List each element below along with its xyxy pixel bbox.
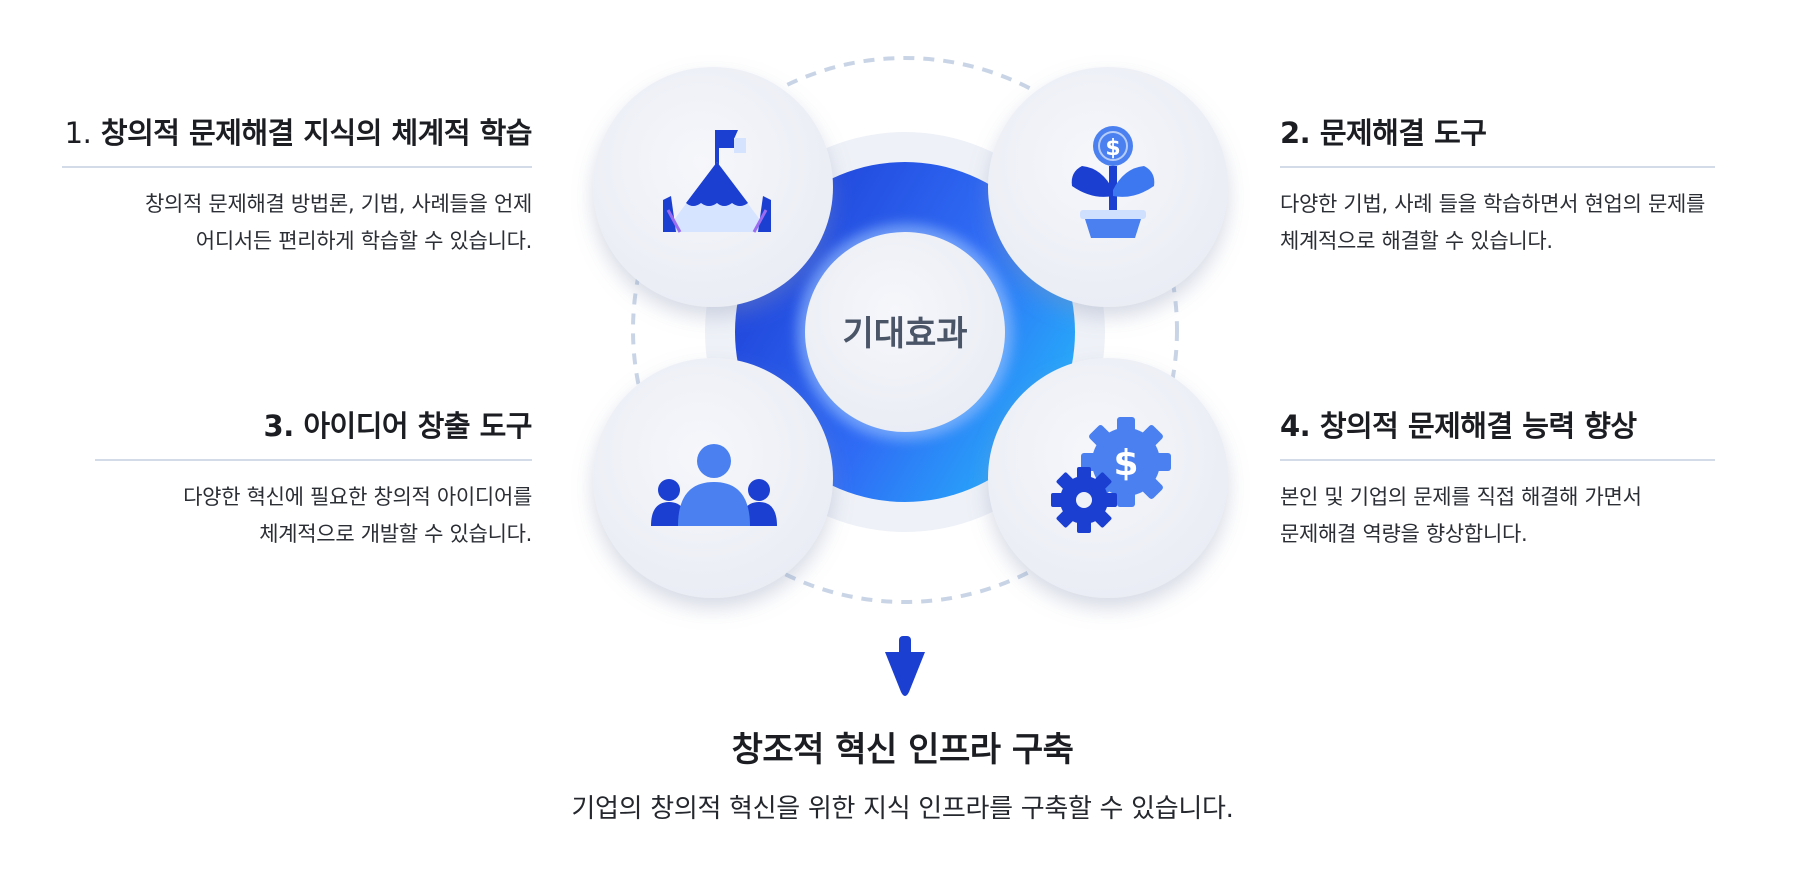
effect-item-3-desc-line: 다양한 혁신에 필요한 창의적 아이디어를 bbox=[183, 485, 532, 509]
effect-item-2-title-text: 문제해결 도구 bbox=[1319, 116, 1487, 150]
effect-item-3-number: 3. bbox=[263, 409, 295, 443]
effect-item-4-desc-line: 본인 및 기업의 문제를 직접 해결해 가면서 bbox=[1280, 485, 1642, 509]
result-title: 창조적 혁신 인프라 구축 bbox=[731, 730, 1074, 770]
effect-item-2-desc-line: 다양한 기법, 사례 들을 학습하면서 현업의 문제를 bbox=[1280, 192, 1706, 216]
effect-item-3: 3. 아이디어 창출 도구 다양한 혁신에 필요한 창의적 아이디어를 체계적으… bbox=[95, 403, 532, 553]
money-plant-icon: $ bbox=[1071, 126, 1155, 238]
center-label: 기대효과 bbox=[842, 314, 967, 354]
bubble-item-1 bbox=[593, 67, 833, 307]
effect-item-4: 4. 창의적 문제해결 능력 향상 본인 및 기업의 문제를 직접 해결해 가면… bbox=[1280, 403, 1715, 553]
center-disc bbox=[805, 232, 1005, 432]
effect-item-1-desc-line: 창의적 문제해결 방법론, 기법, 사례들을 언제 bbox=[145, 192, 532, 216]
divider bbox=[95, 459, 532, 461]
dashed-orbit bbox=[631, 56, 1179, 604]
effect-item-1: 1. 창의적 문제해결 지식의 체계적 학습 창의적 문제해결 방법론, 기법,… bbox=[62, 110, 533, 260]
effect-item-1-title: 1. 창의적 문제해결 지식의 체계적 학습 bbox=[62, 110, 533, 166]
divider bbox=[1280, 166, 1715, 168]
effect-item-2-number: 2. bbox=[1280, 116, 1311, 150]
result-desc: 기업의 창의적 혁신을 위한 지식 인프라를 구축할 수 있습니다. bbox=[571, 794, 1234, 824]
effect-item-2-title: 2. 문제해결 도구 bbox=[1280, 110, 1715, 166]
effect-item-2-desc-line: 체계적으로 해결할 수 있습니다. bbox=[1280, 229, 1553, 253]
effect-item-3-desc: 다양한 혁신에 필요한 창의적 아이디어를 체계적으로 개발할 수 있습니다. bbox=[95, 479, 532, 553]
effect-item-2: 2. 문제해결 도구 다양한 기법, 사례 들을 학습하면서 현업의 문제를 체… bbox=[1280, 110, 1715, 260]
effect-item-1-desc-line: 어디서든 편리하게 학습할 수 있습니다. bbox=[195, 229, 533, 253]
effect-item-1-title-text: 창의적 문제해결 지식의 체계적 학습 bbox=[100, 116, 533, 150]
dollar-gears-icon: $ bbox=[1051, 417, 1171, 533]
bubble-item-4: $ bbox=[988, 358, 1228, 598]
effect-item-3-desc-line: 체계적으로 개발할 수 있습니다. bbox=[259, 522, 532, 546]
svg-text:$: $ bbox=[1113, 443, 1138, 484]
effect-item-4-number: 4. bbox=[1280, 409, 1311, 443]
effect-item-3-title-text: 아이디어 창출 도구 bbox=[303, 409, 532, 443]
effect-item-4-desc: 본인 및 기업의 문제를 직접 해결해 가면서 문제해결 역량을 향상합니다. bbox=[1280, 479, 1715, 553]
bubble-item-2: $ bbox=[988, 67, 1228, 307]
effect-item-1-number: 1. bbox=[64, 116, 92, 150]
effect-item-4-title-text: 창의적 문제해결 능력 향상 bbox=[1319, 409, 1637, 443]
effect-item-2-desc: 다양한 기법, 사례 들을 학습하면서 현업의 문제를 체계적으로 해결할 수 … bbox=[1280, 186, 1715, 260]
effect-item-1-desc: 창의적 문제해결 방법론, 기법, 사례들을 언제 어디서든 편리하게 학습할 … bbox=[62, 186, 532, 260]
effect-item-4-desc-line: 문제해결 역량을 향상합니다. bbox=[1280, 522, 1528, 546]
divider bbox=[62, 166, 532, 168]
effect-item-4-title: 4. 창의적 문제해결 능력 향상 bbox=[1280, 403, 1715, 459]
down-arrow-icon bbox=[885, 636, 925, 696]
team-people-icon bbox=[651, 444, 777, 526]
divider bbox=[1280, 459, 1715, 461]
mountain-flag-icon bbox=[663, 130, 771, 233]
bubble-item-3 bbox=[593, 358, 833, 598]
effect-item-3-title: 3. 아이디어 창출 도구 bbox=[95, 403, 533, 459]
svg-text:$: $ bbox=[1105, 136, 1120, 161]
